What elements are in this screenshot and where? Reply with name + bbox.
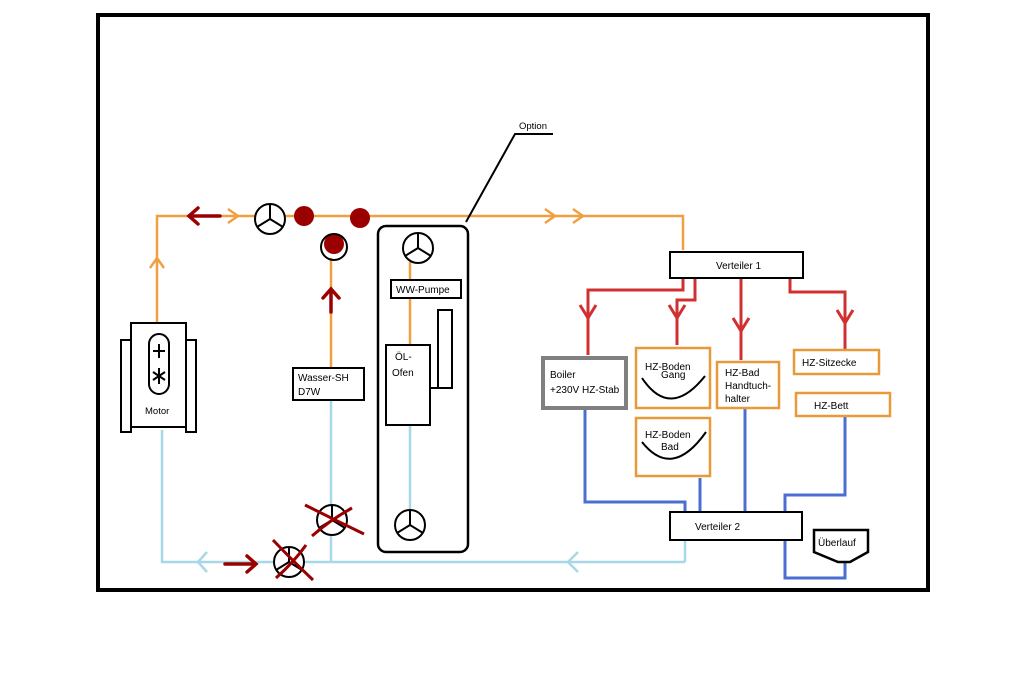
- hz-bad-label-2: Handtuch-: [725, 381, 771, 392]
- red-direction-arrows: [186, 206, 341, 574]
- hz-bad-label-1: HZ-Bad: [725, 368, 759, 379]
- oven-pump-icon: [394, 509, 426, 541]
- oel-ofen-label-1: ÖL-: [395, 351, 412, 363]
- motor-label: Motor: [145, 406, 169, 417]
- red-distribution-pipes: [578, 278, 855, 360]
- hz-boden-bad-curve: [641, 431, 707, 460]
- oel-ofen-column: [376, 224, 470, 554]
- hz-bett-box: [794, 391, 892, 418]
- hz-boden-gang-label-2: Gang: [661, 370, 685, 381]
- hz-bad-box: [715, 360, 781, 410]
- hz-boden-gang-box: [634, 346, 712, 410]
- ww-pumpe-label: WW-Pumpe: [396, 285, 450, 296]
- hz-bett-label: HZ-Bett: [814, 401, 849, 412]
- diagram-frame: [96, 13, 930, 592]
- hz-boden-bad-label-1: HZ-Boden: [645, 430, 691, 441]
- wasser-sh-box: [292, 367, 365, 401]
- verteiler-2-box: [669, 511, 803, 541]
- verteiler-1-box: [669, 251, 804, 279]
- hz-boden-bad-label-2: Bad: [661, 442, 679, 453]
- ww-pumpe-box: [390, 279, 462, 299]
- ww-pump-icon: [402, 232, 434, 264]
- cross-out-marks: [271, 503, 365, 582]
- wasser-sh-label: Wasser-SH: [298, 373, 349, 384]
- option-pointer: [465, 133, 553, 223]
- hz-boden-gang-curve: [641, 375, 706, 400]
- hz-sitzecke-box: [792, 348, 881, 376]
- verteiler-1-label: Verteiler 1: [716, 261, 761, 272]
- verteiler-2-label: Verteiler 2: [695, 522, 740, 533]
- red-dot-markers: [294, 206, 370, 254]
- oel-ofen-label-2: Ofen: [392, 368, 414, 379]
- blue-return-pipes: [583, 408, 847, 580]
- ueberlauf-tank: [812, 528, 870, 564]
- oel-ofen-box: [385, 344, 431, 426]
- pump-small-ring: [320, 233, 348, 261]
- boiler-heater-label: +230V HZ-Stab: [550, 385, 620, 396]
- pump-top-icon: [254, 203, 286, 235]
- option-label: Option: [519, 121, 547, 132]
- motor: [120, 322, 197, 433]
- boiler-label: Boiler: [550, 370, 576, 381]
- hz-sitzecke-label: HZ-Sitzecke: [802, 358, 857, 369]
- boiler-box: [541, 356, 628, 410]
- oel-ofen-chimney: [437, 309, 453, 389]
- ueberlauf-label: Überlauf: [818, 537, 856, 549]
- hz-bad-label-3: halter: [725, 394, 751, 405]
- wasser-sh-model: D7W: [298, 387, 321, 398]
- hz-boden-bad-box: [634, 416, 712, 478]
- hz-boden-gang-label-1: HZ-Boden: [645, 362, 691, 373]
